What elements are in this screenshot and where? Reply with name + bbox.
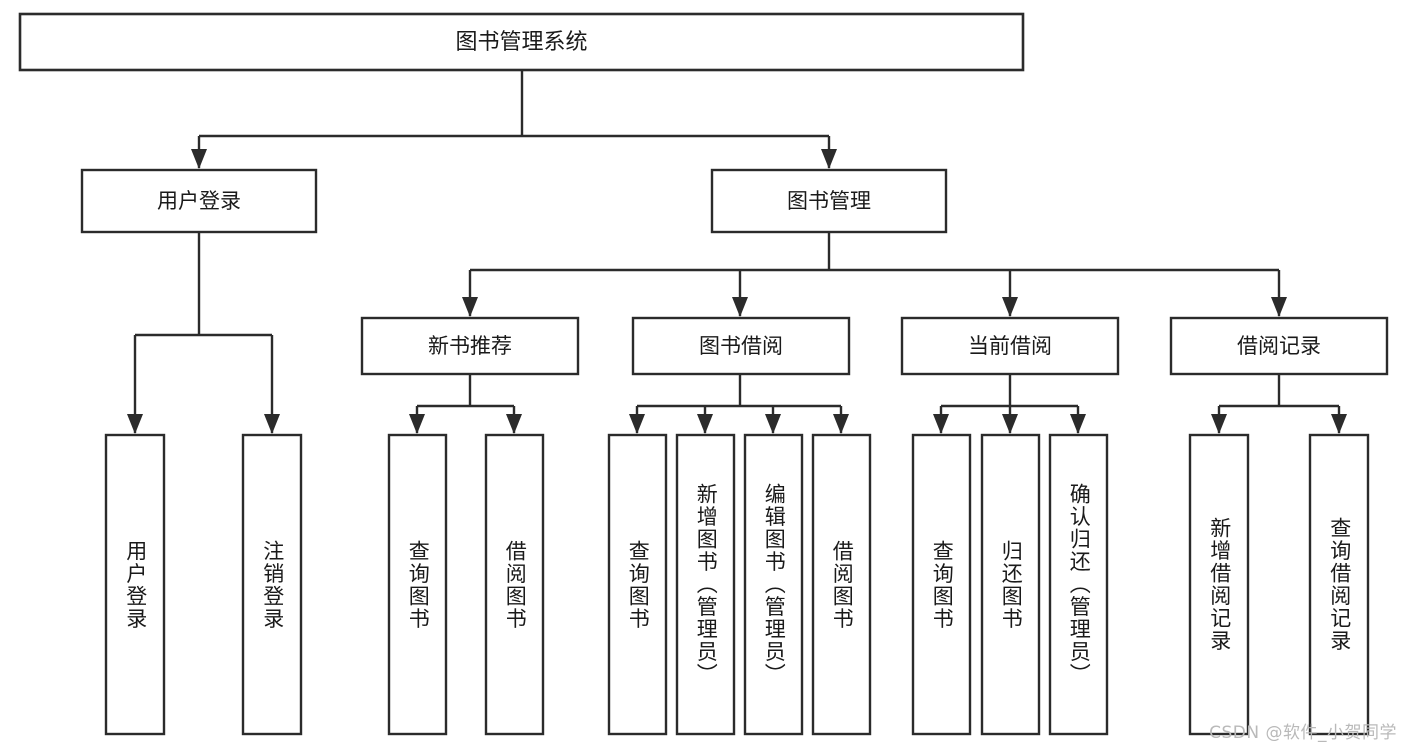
arrow-icon-add-book-admin — [697, 414, 713, 434]
node-label-root-title: 图书管理系统 — [455, 30, 587, 55]
node-label-borrow-record: 借阅记录 — [1237, 334, 1321, 358]
node-label-user-login: 用户登录 — [157, 189, 241, 213]
boxes-layer — [18, 12, 1389, 736]
node-new-book-recommend[interactable] — [360, 316, 580, 376]
node-query-book-3[interactable] — [911, 433, 972, 736]
node-add-book-admin[interactable] — [675, 433, 736, 736]
arrow-icon-query-book-1 — [409, 414, 425, 434]
arrow-icon-confirm-return-admin — [1070, 414, 1086, 434]
arrow-icon-user-logout — [264, 414, 280, 434]
arrow-icon-book-borrow — [732, 297, 748, 317]
node-label-book-borrow: 图书借阅 — [699, 334, 783, 358]
node-label-new-book-recommend: 新书推荐 — [428, 334, 512, 358]
node-user-logout[interactable] — [241, 433, 303, 736]
arrow-icon-current-borrow — [1002, 297, 1018, 317]
node-borrow-book-1[interactable] — [484, 433, 545, 736]
node-borrow-book-2[interactable] — [811, 433, 872, 736]
node-return-book[interactable] — [980, 433, 1041, 736]
node-confirm-return-admin[interactable] — [1048, 433, 1109, 736]
node-user-login-do[interactable] — [104, 433, 166, 736]
arrow-icon-add-borrow-record — [1211, 414, 1227, 434]
arrow-icon-edit-book-admin — [765, 414, 781, 434]
node-query-borrow-record[interactable] — [1308, 433, 1370, 736]
arrow-icon-user-login-do — [127, 414, 143, 434]
node-query-book-1[interactable] — [387, 433, 448, 736]
node-label-book-manage: 图书管理 — [787, 189, 871, 213]
arrow-icon-new-book-recommend — [462, 297, 478, 317]
connectors-layer — [127, 70, 1347, 434]
arrow-icon-query-book-2 — [629, 414, 645, 434]
node-add-borrow-record[interactable] — [1188, 433, 1250, 736]
node-root-book-management-system[interactable] — [18, 12, 1025, 72]
arrow-icon-borrow-book-2 — [833, 414, 849, 434]
arrow-icon-user-login — [191, 149, 207, 169]
arrow-icon-book-manage — [821, 149, 837, 169]
node-user-login[interactable] — [80, 168, 318, 234]
arrow-icon-borrow-record — [1271, 297, 1287, 317]
node-book-manage[interactable] — [710, 168, 948, 234]
node-edit-book-admin[interactable] — [743, 433, 804, 736]
arrow-icon-query-borrow-record — [1331, 414, 1347, 434]
node-query-book-2[interactable] — [607, 433, 668, 736]
node-current-borrow[interactable] — [900, 316, 1120, 376]
node-label-current-borrow: 当前借阅 — [968, 334, 1052, 358]
node-borrow-record[interactable] — [1169, 316, 1389, 376]
csdn-watermark: CSDN @软件_小贺同学 — [1209, 723, 1397, 743]
node-book-borrow[interactable] — [631, 316, 851, 376]
arrow-icon-borrow-book-1 — [506, 414, 522, 434]
arrow-icon-query-book-3 — [933, 414, 949, 434]
arrow-icon-return-book — [1002, 414, 1018, 434]
